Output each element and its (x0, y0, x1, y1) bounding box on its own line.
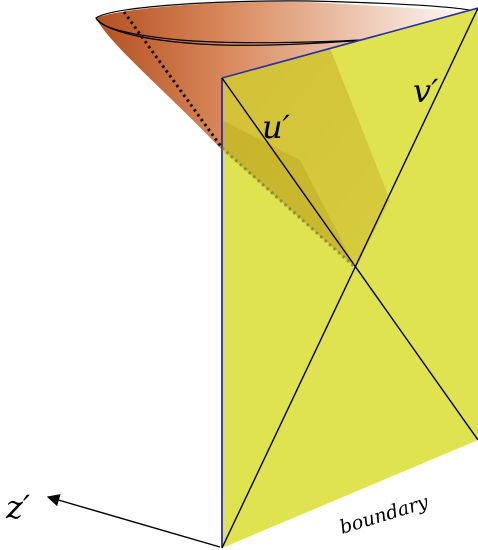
dotted-generator-front (122, 11, 224, 149)
boundary-label: boundary (337, 491, 431, 539)
u-prime-line (221, 77, 478, 441)
light-cone-rim (95, 0, 478, 44)
cone-overlap-region (222, 48, 390, 268)
v-prime-label: v′ (413, 72, 439, 110)
v-prime-line (221, 7, 478, 549)
cone-overlap-dark (222, 120, 356, 268)
z-prime-label: z′ (5, 488, 31, 526)
u-prime-label: u′ (262, 108, 291, 146)
z-prime-axis-arrow (46, 494, 221, 548)
plane-top-edge (221, 7, 478, 79)
